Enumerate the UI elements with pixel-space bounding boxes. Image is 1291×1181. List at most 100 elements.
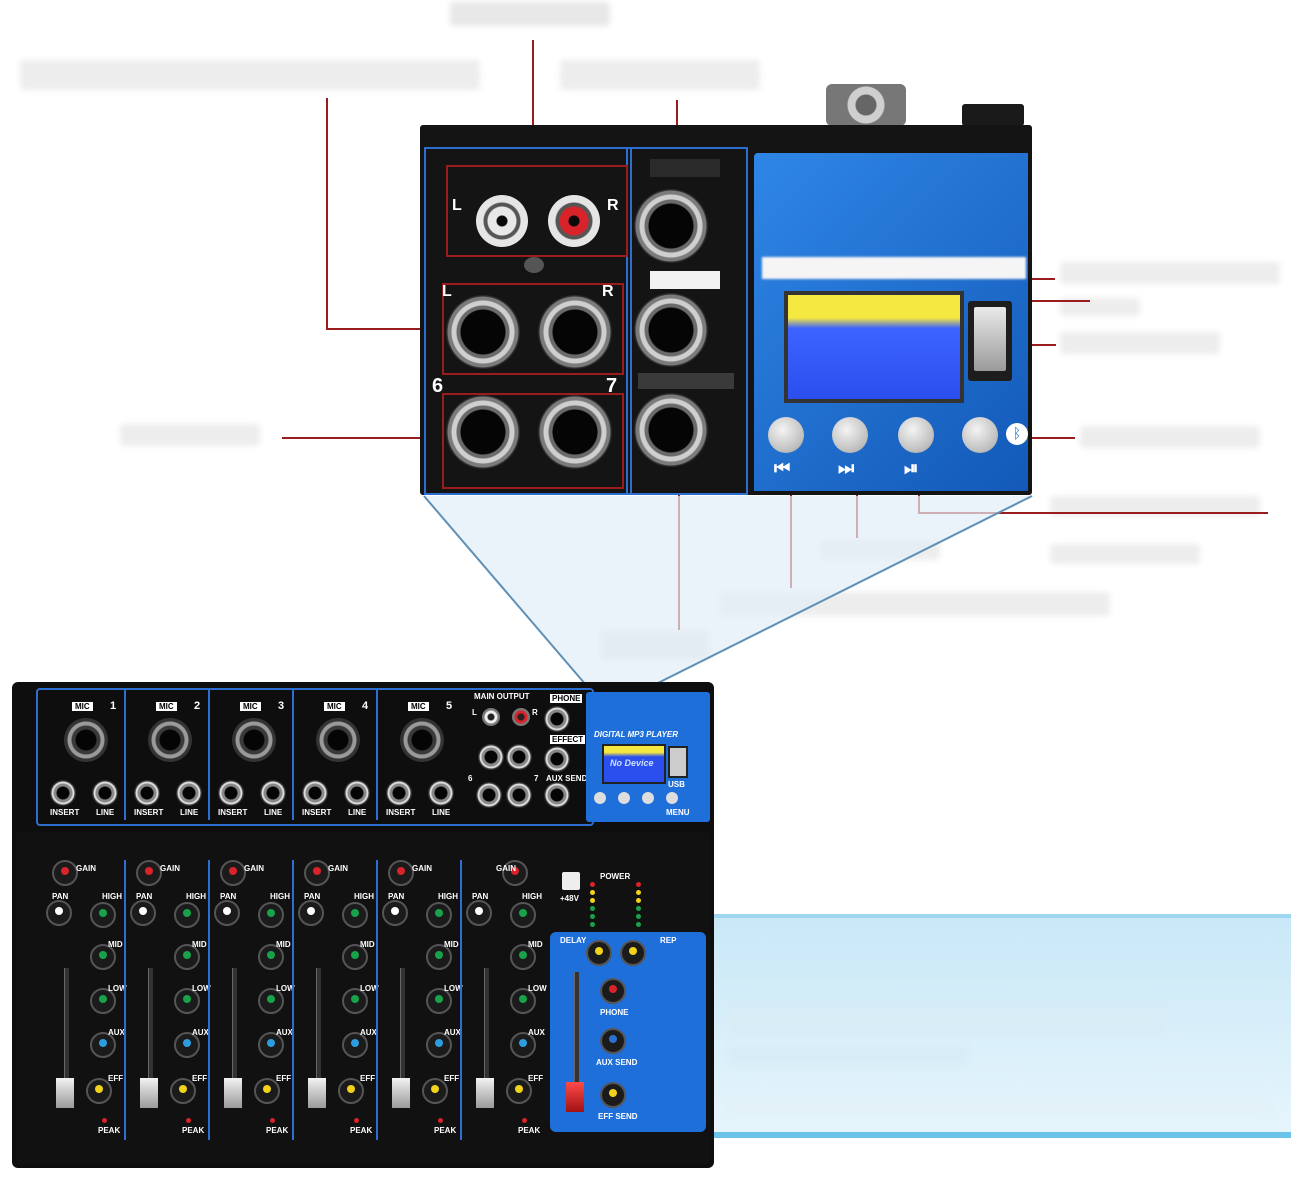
- gain-knob[interactable]: [502, 860, 528, 886]
- high-knob[interactable]: [342, 902, 368, 928]
- xlr-input[interactable]: [400, 718, 444, 762]
- aux-knob[interactable]: [174, 1032, 200, 1058]
- mini-next-button[interactable]: [618, 792, 630, 804]
- eff-send-knob[interactable]: [600, 1082, 626, 1108]
- mid-knob[interactable]: [258, 944, 284, 970]
- high-knob[interactable]: [426, 902, 452, 928]
- ch7-jack[interactable]: [538, 395, 612, 469]
- mini-menu-button[interactable]: [666, 792, 678, 804]
- xlr-input[interactable]: [148, 718, 192, 762]
- channel-fader-cap[interactable]: [476, 1078, 494, 1108]
- mid-knob[interactable]: [426, 944, 452, 970]
- pan-knob[interactable]: [46, 900, 72, 926]
- mini-effect-jack[interactable]: [544, 746, 570, 772]
- low-knob[interactable]: [258, 988, 284, 1014]
- aux-knob[interactable]: [426, 1032, 452, 1058]
- rca-right-jack[interactable]: [548, 195, 600, 247]
- eff-knob[interactable]: [170, 1078, 196, 1104]
- eff-knob[interactable]: [254, 1078, 280, 1104]
- mini-prev-button[interactable]: [594, 792, 606, 804]
- line-jack[interactable]: [92, 780, 118, 806]
- aux-knob[interactable]: [510, 1032, 536, 1058]
- low-knob[interactable]: [342, 988, 368, 1014]
- mid-knob[interactable]: [510, 944, 536, 970]
- low-knob[interactable]: [174, 988, 200, 1014]
- mini-main-out-l[interactable]: [478, 744, 504, 770]
- channel-fader-cap[interactable]: [224, 1078, 242, 1108]
- phone-level-knob[interactable]: [600, 978, 626, 1004]
- channel-fader-cap[interactable]: [308, 1078, 326, 1108]
- main-out-highlight-box: [442, 283, 624, 375]
- xlr-input[interactable]: [232, 718, 276, 762]
- aux-send-jack[interactable]: [634, 393, 708, 467]
- mini-phone-jack[interactable]: [544, 706, 570, 732]
- mini-ch7-jack[interactable]: [506, 782, 532, 808]
- low-knob[interactable]: [90, 988, 116, 1014]
- master-fader-cap[interactable]: [566, 1082, 584, 1112]
- xlr-input[interactable]: [64, 718, 108, 762]
- gain-knob[interactable]: [220, 860, 246, 886]
- mini-main-out-r[interactable]: [506, 744, 532, 770]
- insert-jack[interactable]: [218, 780, 244, 806]
- insert-jack[interactable]: [386, 780, 412, 806]
- pan-knob[interactable]: [130, 900, 156, 926]
- line-jack[interactable]: [344, 780, 370, 806]
- high-knob[interactable]: [90, 902, 116, 928]
- line-jack[interactable]: [260, 780, 286, 806]
- pan-knob[interactable]: [466, 900, 492, 926]
- mini-usb-port[interactable]: [668, 746, 688, 778]
- high-knob[interactable]: [258, 902, 284, 928]
- mp3-next-button[interactable]: [832, 417, 868, 453]
- usb-port[interactable]: [974, 307, 1006, 371]
- low-knob[interactable]: [510, 988, 536, 1014]
- eff-knob[interactable]: [338, 1078, 364, 1104]
- insert-jack[interactable]: [302, 780, 328, 806]
- channel-fader-cap[interactable]: [392, 1078, 410, 1108]
- mid-knob[interactable]: [174, 944, 200, 970]
- rca-left-jack[interactable]: [476, 195, 528, 247]
- phone-jack[interactable]: [634, 189, 708, 263]
- mini-ch6-jack[interactable]: [476, 782, 502, 808]
- aux-send-level-knob[interactable]: [600, 1028, 626, 1054]
- gain-knob[interactable]: [388, 860, 414, 886]
- line-jack[interactable]: [428, 780, 454, 806]
- xlr-input[interactable]: [316, 718, 360, 762]
- line-jack[interactable]: [176, 780, 202, 806]
- rep-knob[interactable]: [620, 940, 646, 966]
- ch6-jack[interactable]: [446, 395, 520, 469]
- eff-knob[interactable]: [86, 1078, 112, 1104]
- gain-knob[interactable]: [136, 860, 162, 886]
- eff-knob[interactable]: [506, 1078, 532, 1104]
- pan-knob[interactable]: [298, 900, 324, 926]
- effect-jack[interactable]: [634, 293, 708, 367]
- mini-aux-send-jack[interactable]: [544, 782, 570, 808]
- gain-knob[interactable]: [52, 860, 78, 886]
- pan-knob[interactable]: [382, 900, 408, 926]
- gain-knob[interactable]: [304, 860, 330, 886]
- aux-knob[interactable]: [342, 1032, 368, 1058]
- mini-play-button[interactable]: [642, 792, 654, 804]
- insert-jack[interactable]: [134, 780, 160, 806]
- mid-knob[interactable]: [342, 944, 368, 970]
- main-out-r-jack[interactable]: [538, 295, 612, 369]
- mp3-prev-button[interactable]: [768, 417, 804, 453]
- low-knob[interactable]: [426, 988, 452, 1014]
- mini-rca-left[interactable]: [482, 708, 500, 726]
- main-out-l-jack[interactable]: [446, 295, 520, 369]
- mp3-menu-button[interactable]: [962, 417, 998, 453]
- mid-knob[interactable]: [90, 944, 116, 970]
- mini-rca-right[interactable]: [512, 708, 530, 726]
- aux-knob[interactable]: [258, 1032, 284, 1058]
- eff-knob[interactable]: [422, 1078, 448, 1104]
- insert-jack[interactable]: [50, 780, 76, 806]
- mp3-play-button[interactable]: [898, 417, 934, 453]
- high-knob[interactable]: [510, 902, 536, 928]
- channel-fader-cap[interactable]: [140, 1078, 158, 1108]
- delay-knob[interactable]: [586, 940, 612, 966]
- channel-fader-cap[interactable]: [56, 1078, 74, 1108]
- pan-knob[interactable]: [214, 900, 240, 926]
- mini-lcd: No Device: [602, 744, 666, 784]
- high-knob[interactable]: [174, 902, 200, 928]
- aux-knob[interactable]: [90, 1032, 116, 1058]
- phantom-power-button[interactable]: [562, 872, 580, 890]
